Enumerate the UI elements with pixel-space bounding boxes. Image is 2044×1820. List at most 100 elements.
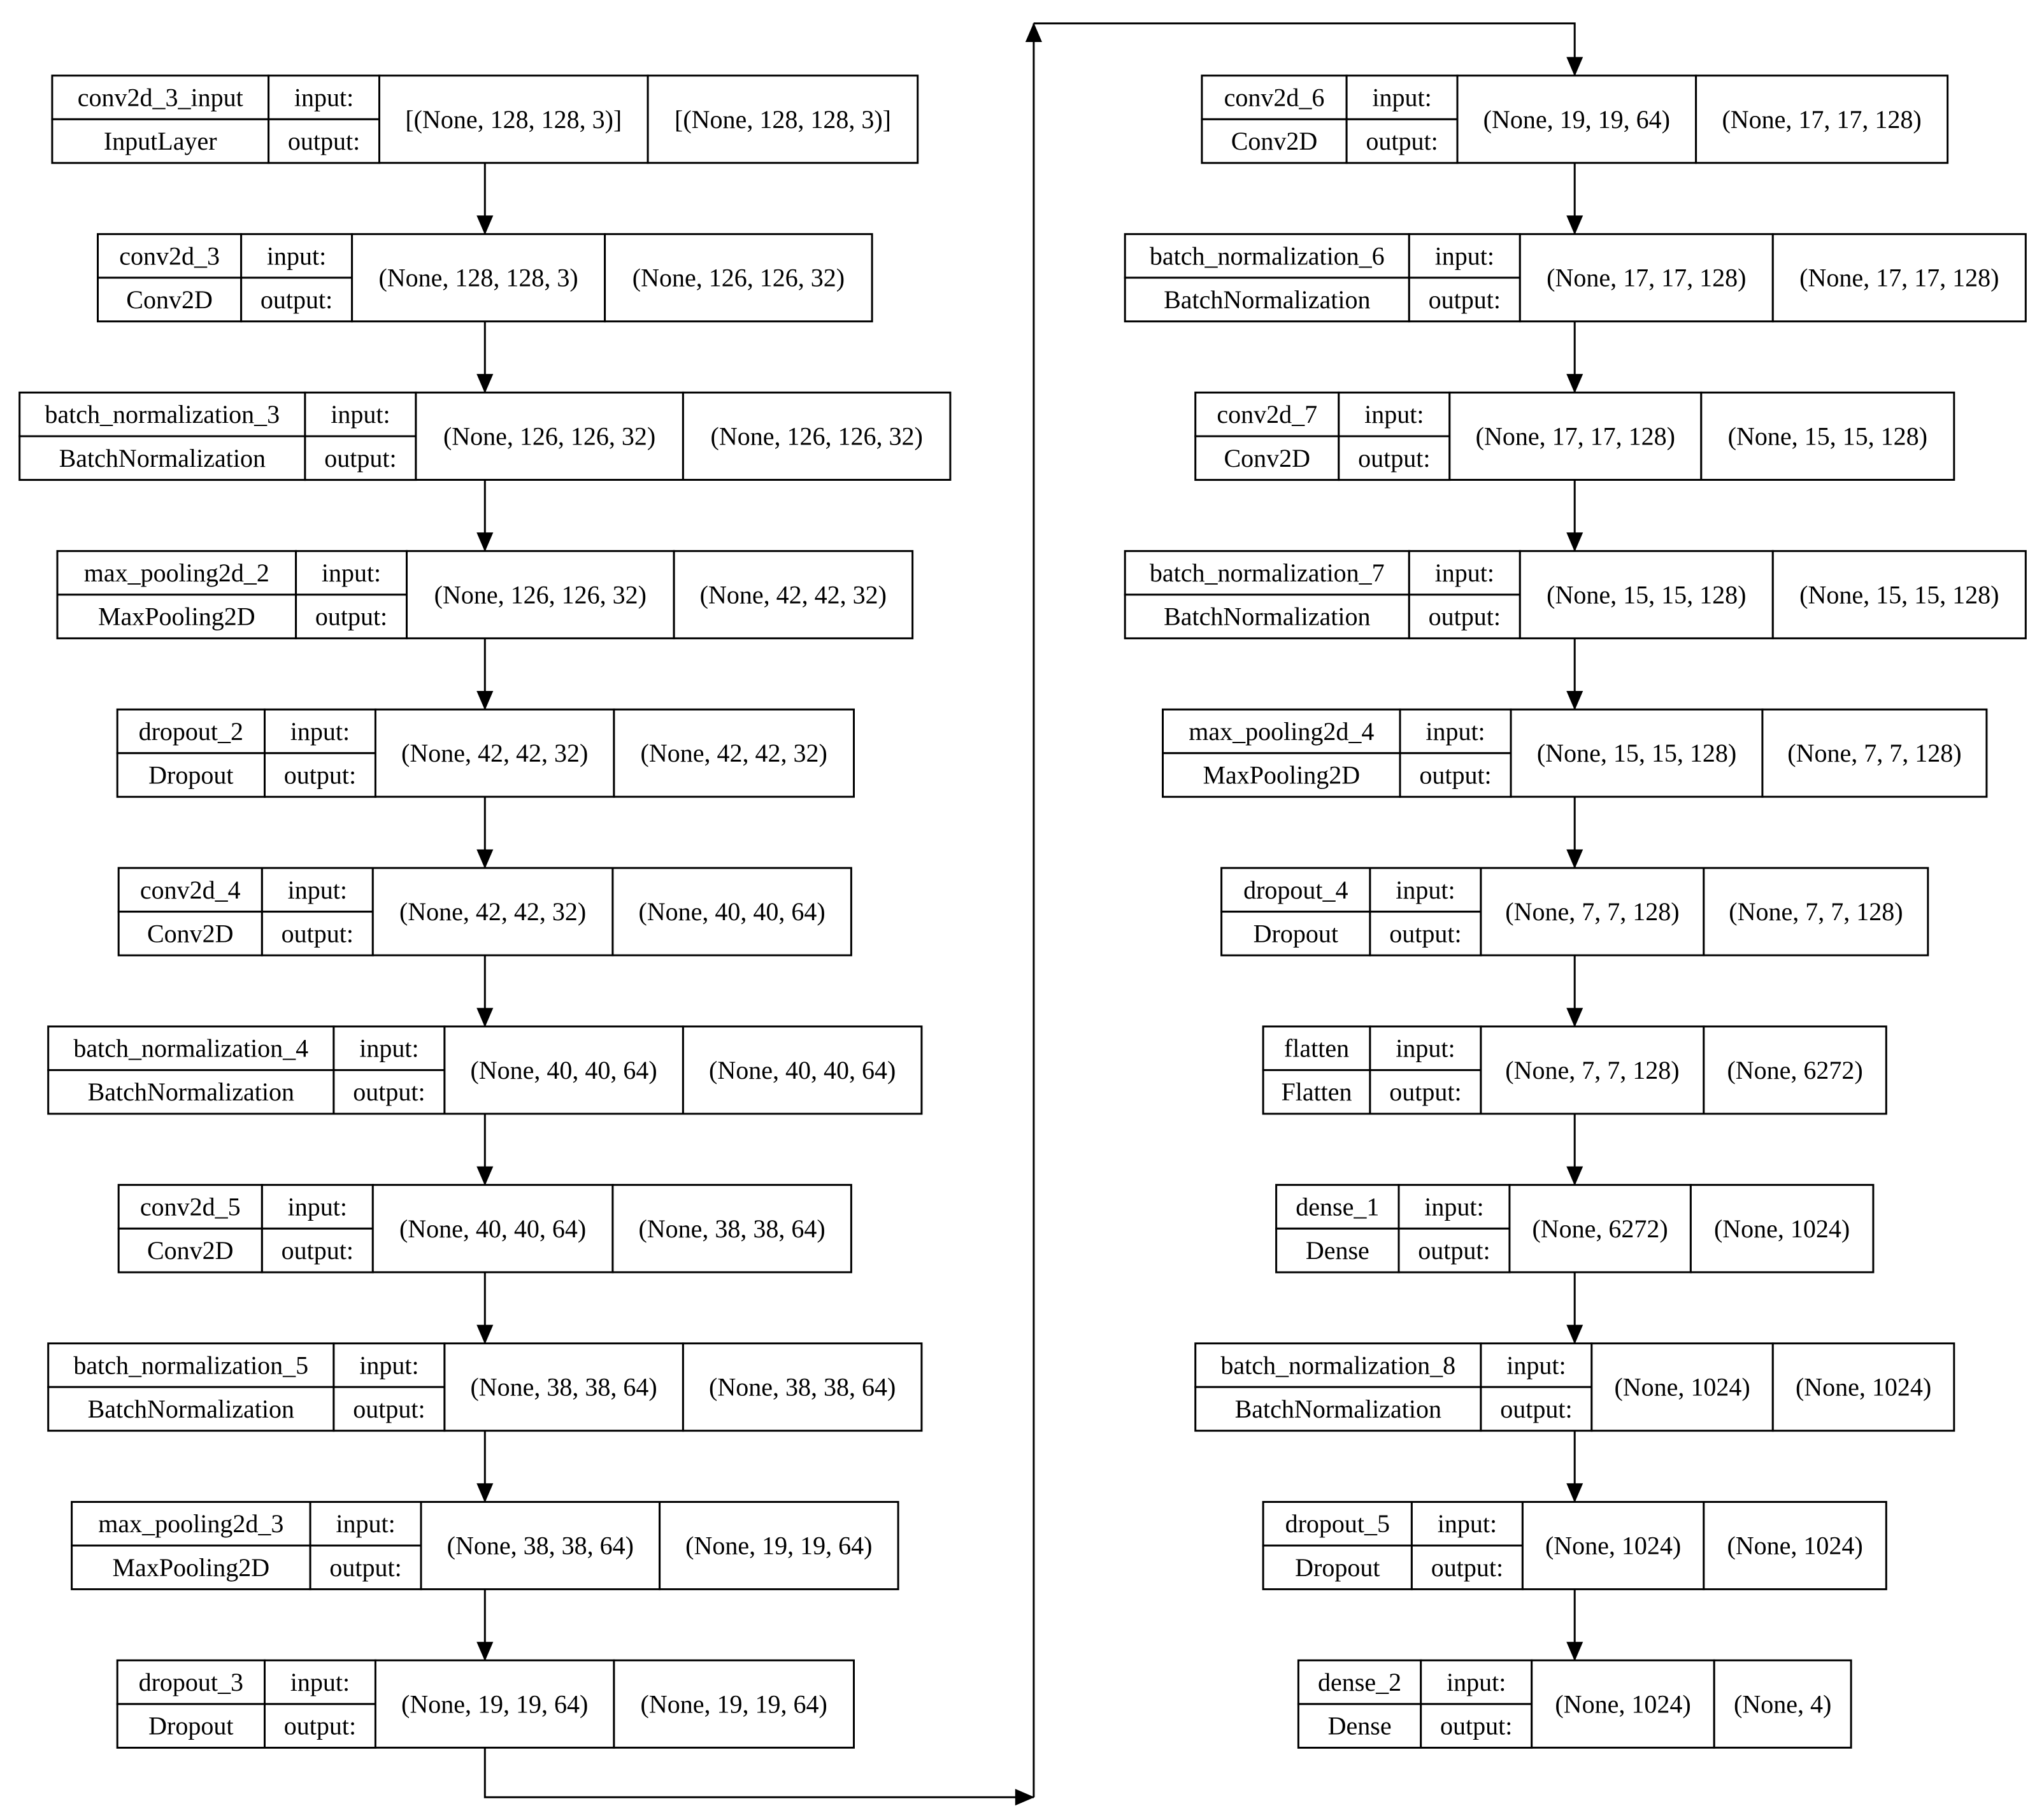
layer-type: Dropout [1295,1553,1380,1582]
output-shape: (None, 17, 17, 128) [1722,105,1921,134]
layer-name-cell [1194,391,1340,437]
layer-type-cell [47,1386,335,1432]
input-shape-cell [420,1501,661,1591]
output-port-cell [295,594,408,639]
output-port-label: output: [1418,1236,1490,1265]
arrow-head [1566,691,1583,711]
layer-node: batch_normalization_4BatchNormalizationi… [47,1025,923,1115]
output-port-cell [1408,594,1521,639]
input-port-label: input: [1372,83,1431,112]
input-shape: (None, 7, 7, 128) [1505,1056,1679,1084]
output-shape: (None, 126, 126, 32) [711,422,923,451]
output-port-label: output: [1429,285,1501,314]
input-port-label: input: [288,1193,347,1221]
input-shape-cell [406,550,675,639]
output-port-cell [1408,276,1521,323]
input-shape: (None, 19, 19, 64) [401,1689,588,1718]
input-port-label: input: [1447,1668,1506,1696]
connector-line [483,1747,1034,1798]
input-port-cell [268,75,381,120]
output-shape-cell [1771,550,2027,639]
input-shape: (None, 42, 42, 32) [401,739,588,767]
layer-type: Conv2D [1224,444,1311,473]
layer-name-cell [18,391,306,437]
layer-node: conv2d_3_inputInputLayerinput:output:[(N… [51,75,919,164]
arrow-head [476,532,494,552]
layer-name: conv2d_3_input [78,83,243,112]
layer-type: BatchNormalization [1164,602,1370,631]
input-shape-cell [371,1184,614,1274]
layer-type: Conv2D [147,1236,234,1265]
layer-type-cell [18,435,306,481]
layer-type-cell [1201,118,1348,164]
output-port-cell [1420,1703,1533,1749]
layer-name: batch_normalization_6 [1150,241,1385,270]
output-shape-cell [647,75,919,164]
input-shape-cell [1531,1659,1715,1749]
output-shape: (None, 7, 7, 128) [1787,739,1961,767]
connector-line [1033,22,1576,76]
arrow-head [476,1166,494,1186]
output-port-label: output: [353,1395,425,1423]
arrow-head [1566,215,1583,235]
input-shape-cell [378,75,649,164]
layer-name-cell [97,233,243,279]
layer-name: batch_normalization_7 [1150,558,1385,587]
input-port-cell [261,867,374,913]
input-port-cell [1369,867,1482,913]
layer-type: Dense [1328,1712,1392,1740]
input-shape: (None, 15, 15, 128) [1547,580,1746,609]
output-shape: (None, 38, 38, 64) [638,1214,825,1243]
output-port-label: output: [329,1553,401,1582]
output-shape-cell [1689,1184,1875,1274]
layer-type: Conv2D [147,919,234,948]
input-shape: (None, 128, 128, 3) [378,264,578,292]
output-port-cell [268,118,381,164]
layer-type: BatchNormalization [88,1077,294,1106]
layer-name: max_pooling2d_2 [84,558,269,587]
input-shape: (None, 40, 40, 64) [399,1214,586,1243]
output-shape: (None, 126, 126, 32) [632,264,845,292]
arrow-head [476,1325,494,1344]
layer-name: dense_1 [1296,1193,1379,1221]
output-shape-cell [1703,867,1929,956]
output-port-label: output: [1358,444,1430,473]
layer-type-cell [117,1227,263,1274]
input-port-label: input: [322,558,381,587]
layer-node: batch_normalization_8BatchNormalizationi… [1194,1342,1955,1432]
output-port-label: output: [1500,1395,1572,1423]
layer-type-cell [1162,752,1401,798]
input-shape: (None, 1024) [1555,1689,1690,1718]
layer-type-cell [117,911,263,956]
output-port-cell [1397,1227,1511,1274]
input-port-label: input: [290,717,350,746]
output-shape-cell [1703,1025,1887,1115]
input-port-cell [1408,550,1521,596]
layer-type: Dense [1306,1236,1369,1265]
layer-name: dropout_5 [1285,1509,1390,1538]
output-port-cell [1480,1386,1593,1432]
layer-name-cell [1275,1184,1400,1230]
layer-name: dropout_2 [139,717,243,746]
input-port-label: input: [1396,876,1455,904]
layer-type-cell [1220,911,1371,956]
input-port-cell [332,1025,446,1072]
layer-type-cell [47,1069,335,1115]
output-port-label: output: [1419,761,1491,790]
layer-name: dropout_4 [1243,876,1348,904]
output-shape-cell [1771,1342,1955,1432]
layer-type: BatchNormalization [1164,285,1370,314]
input-shape-cell [1519,550,1774,639]
arrow-head [476,691,494,711]
output-port-label: output: [1440,1712,1512,1740]
layer-node: batch_normalization_3BatchNormalizationi… [18,391,952,481]
input-shape-cell [443,1342,684,1432]
output-shape: (None, 6272) [1727,1056,1862,1084]
arrow-head [476,1642,494,1661]
layer-name: batch_normalization_8 [1220,1351,1455,1379]
input-shape: (None, 7, 7, 128) [1505,897,1679,926]
